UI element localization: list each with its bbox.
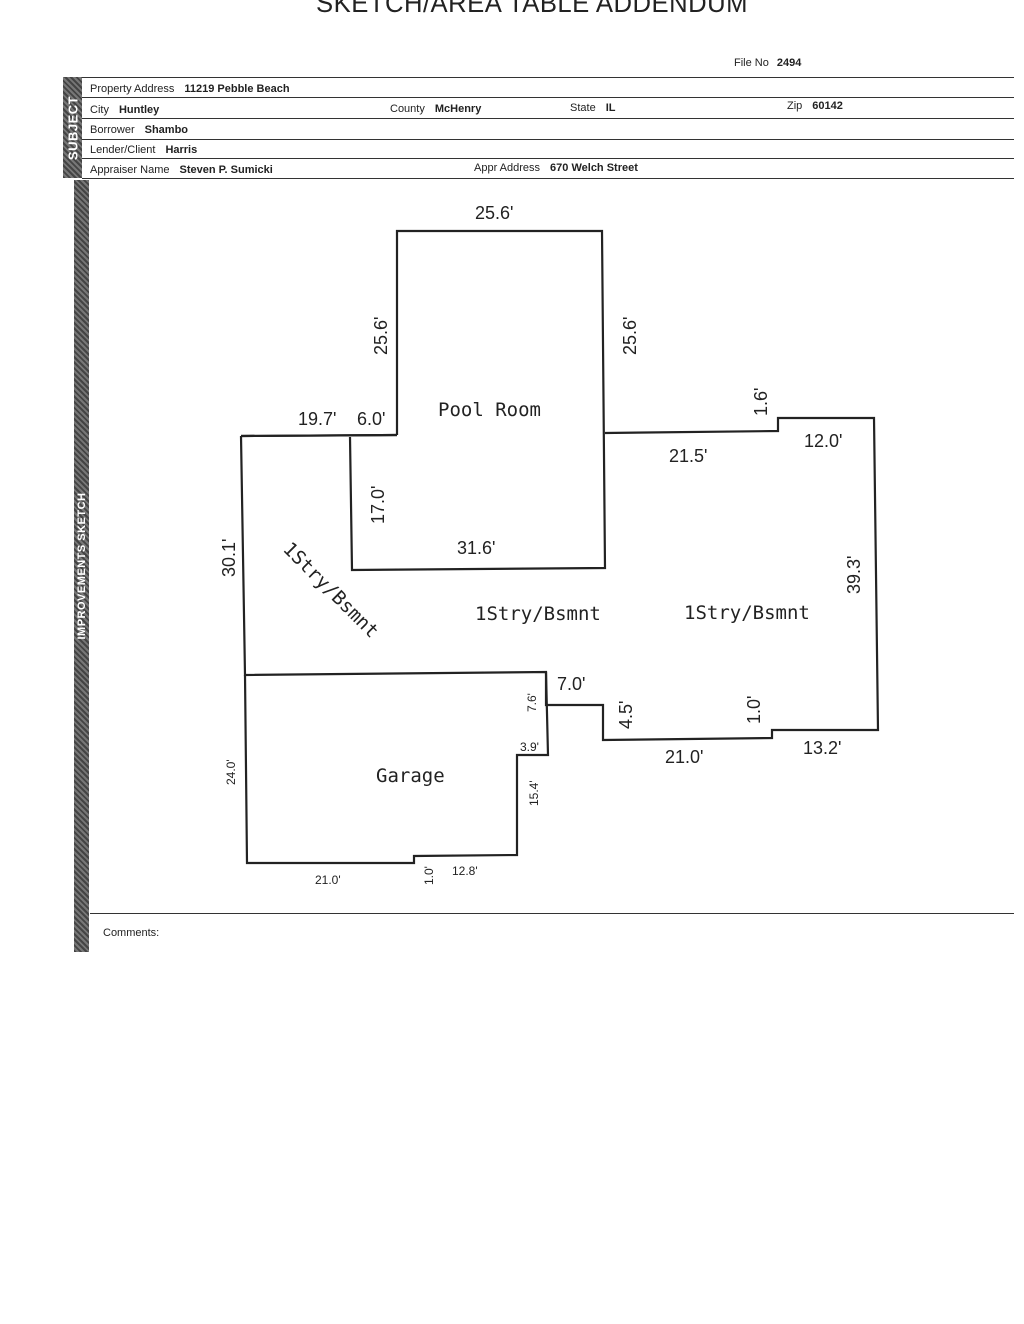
dim-label: 12.0' [804,431,842,451]
dim-label: 25.6' [620,317,640,355]
dim-label: 13.2' [803,738,841,758]
subject-section-bar: SUBJECT [63,77,82,178]
dim-label: 19.7' [298,409,336,429]
divider [82,178,1014,179]
dim-label: 25.6' [475,203,513,223]
dim-label: 21.0' [315,873,341,887]
dim-label: 21.5' [669,446,707,466]
area-label-garage: Garage [376,765,445,787]
garage-outline [243,671,550,865]
divider [82,158,1014,159]
divider [82,77,1014,78]
dim-label: 1.0' [422,866,436,885]
dim-label: 12.8' [452,864,478,878]
dim-label: 1.6' [751,388,771,416]
dim-label: 39.3' [844,556,864,594]
dim-label: 17.0' [368,486,388,524]
area-label-1stry-right: 1Stry/Bsmnt [684,602,810,624]
dim-label: 25.6' [371,317,391,355]
dim-label: 6.0' [357,409,385,429]
divider [82,139,1014,140]
dim-label: 15.4' [527,780,541,806]
document-title: SKETCH/AREA TABLE ADDENDUM [316,0,748,18]
dim-label: 7.6' [525,693,539,712]
area-label-1stry-center: 1Stry/Bsmnt [475,603,601,625]
dim-label: 24.0' [224,759,238,785]
dim-label: 31.6' [457,538,495,558]
dim-label: 21.0' [665,747,703,767]
dim-label: 30.1' [219,539,239,577]
dim-label: 4.5' [616,701,636,729]
pool-room-outline [348,229,607,572]
divider [90,913,1014,914]
divider [82,97,1014,98]
area-label-1stry-diagonal: 1Stry/Bsmnt [278,538,383,643]
dim-label: 3.9' [520,740,539,754]
area-label-pool-room: Pool Room [438,399,541,421]
comments-label: Comments: [103,927,160,939]
dim-label: 1.0' [744,696,764,724]
sketch-section-bar: IMPROVEMENTS SKETCH [74,180,89,952]
divider [82,118,1014,119]
dim-label: 7.0' [557,674,585,694]
